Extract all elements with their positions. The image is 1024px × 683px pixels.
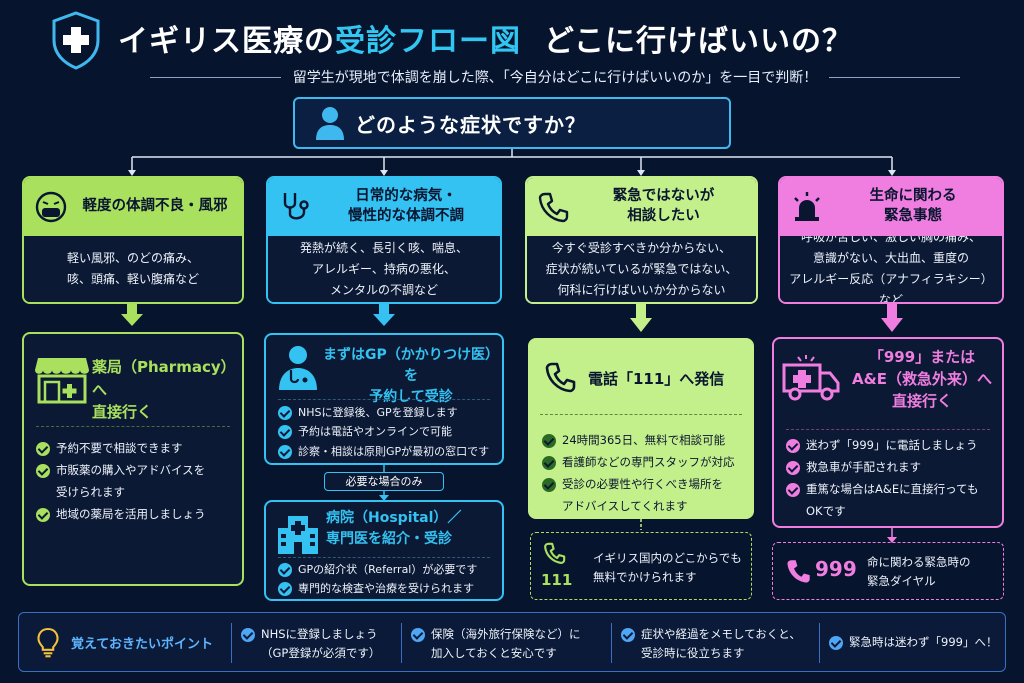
call111-bullets: 24時間365日、無料で相談可能 看護師などの専門スタッフが対応 受診の必要性や… bbox=[530, 422, 752, 517]
bullet-item: 看護師などの専門スタッフが対応 bbox=[542, 452, 744, 474]
tip-item: 保険（海外旅行保険など）に 加入しておくと安心です bbox=[411, 625, 581, 663]
stethoscope-icon bbox=[283, 193, 309, 220]
tips-label: 覚えておきたいポイント bbox=[71, 637, 213, 652]
title-highlight: 受診フロー図 bbox=[335, 24, 521, 59]
bullet-item: 専門的な検査や治療を受けられます bbox=[278, 579, 494, 598]
tip-item: 症状や経過をメモしておくと、 受診時に役立ちます bbox=[621, 625, 801, 663]
gp-bullets: NHSに登録後、GPを登録します 予約は電話やオンラインで可能 診察・相談は原則… bbox=[278, 403, 494, 461]
category-chronic-illness: 日常的な病気・ 慢性的な体調不調 発熱が続く、長引く咳、喘息、 アレルギー、持病… bbox=[266, 176, 502, 304]
note-999-text: 命に関わる緊急時の 緊急ダイヤル bbox=[867, 555, 971, 588]
phone-icon bbox=[538, 192, 569, 223]
action-title: 薬局（Pharmacy）へ 直接行く bbox=[92, 358, 236, 421]
category-title: 日常的な病気・ 慢性的な体調不調 bbox=[348, 188, 464, 224]
note-111: 111 イギリス国内のどこからでも 無料でかけられます bbox=[530, 532, 752, 600]
page-subtitle: 留学生が現地で体調を崩した際、「今自分はどこに行けばいいのか」を一目で判断！ bbox=[150, 68, 961, 86]
action-title: 病院（Hospital）／ 専門医を紹介・受診 bbox=[326, 510, 462, 547]
action-hospital: 病院（Hospital）／ 専門医を紹介・受診 GPの紹介状（Referral）… bbox=[264, 500, 504, 601]
bullet-item: 重篤な場合はA&Eに直接行っても OKです bbox=[786, 479, 994, 523]
action-title: 「999」または A&E（救急外来）へ 直接行く bbox=[852, 348, 992, 410]
note-999: 999 命に関わる緊急時の 緊急ダイヤル bbox=[772, 542, 1004, 600]
bullet-item: 24時間365日、無料で相談可能 bbox=[542, 430, 744, 452]
category-description: 今すぐ受診すべきか分からない、 症状が続いているが緊急ではない、 何科に行けばい… bbox=[527, 236, 756, 302]
hospital-icon bbox=[278, 516, 318, 554]
bullet-item: 受診の必要性や行くべき場所を アドバイスしてくれます bbox=[542, 474, 744, 517]
subtitle-text: 留学生が現地で体調を崩した際、「今自分はどこに行けばいいのか」を一目で判断！ bbox=[292, 70, 818, 86]
category-title: 軽度の体調不良・風邪 bbox=[82, 198, 228, 215]
category-description: 軽い風邪、のどの痛み、 咳、頭痛、軽い腹痛など bbox=[24, 236, 242, 302]
category-description: 呼吸が苦しい、激しい胸の痛み、 意識がない、大出血、重度の アレルギー反応（アナ… bbox=[780, 230, 1002, 302]
lightbulb-icon bbox=[37, 627, 59, 658]
action-call-111: 電話「111」へ発信 24時間365日、無料で相談可能 看護師などの専門スタッフ… bbox=[528, 338, 754, 519]
gp-note-text: 必要な場合のみ bbox=[345, 475, 423, 488]
ambulance-icon bbox=[782, 355, 840, 401]
note-111-number: 111 bbox=[541, 571, 573, 589]
sick-face-mask-icon bbox=[35, 191, 67, 223]
title-pre: イギリス医療の bbox=[118, 24, 335, 59]
bullet-item: 診察・相談は原則GPが最初の窓口です bbox=[278, 442, 494, 461]
bullet-item: 予約は電話やオンラインで可能 bbox=[278, 422, 494, 441]
person-icon bbox=[316, 107, 344, 140]
bullet-item: 地域の薬局を活用しましょう bbox=[36, 504, 234, 526]
hospital-bullets: GPの紹介状（Referral）が必要です 専門的な検査や治療を受けられます bbox=[278, 560, 494, 599]
bullet-item: 救急車が手配されます bbox=[786, 457, 994, 479]
category-emergency: 生命に関わる 緊急事態 呼吸が苦しい、激しい胸の痛み、 意識がない、大出血、重度… bbox=[778, 176, 1004, 304]
bullet-item: 迷わず「999」に電話しましょう bbox=[786, 435, 994, 457]
action-title: まずはGP（かかりつけ医）を 予約して受診 bbox=[323, 347, 499, 405]
bullet-item: 市販薬の購入やアドバイスを 受けられます bbox=[36, 460, 234, 504]
tip-item: 緊急時は迷わず「999」へ！ bbox=[829, 633, 997, 652]
symptom-question-box: どのような症状ですか？ bbox=[293, 97, 731, 149]
question-text: どのような症状ですか？ bbox=[355, 112, 586, 137]
phone-icon bbox=[544, 542, 566, 564]
phone-icon bbox=[545, 362, 576, 393]
category-title: 生命に関わる 緊急事態 bbox=[869, 188, 957, 224]
category-non-urgent: 緊急ではないが 相談したい 今すぐ受診すべきか分からない、 症状が続いているが緊… bbox=[525, 176, 758, 304]
medical-shield-icon bbox=[52, 11, 100, 70]
bullet-item: 予約不要で相談できます bbox=[36, 438, 234, 460]
page-title: イギリス医療の受診フロー図 どこに行けばいいの？ bbox=[118, 16, 853, 60]
emergency-bullets: 迷わず「999」に電話しましょう 救急車が手配されます 重篤な場合はA&Eに直接… bbox=[786, 435, 994, 522]
phone-icon bbox=[787, 560, 810, 583]
siren-icon bbox=[794, 192, 820, 221]
category-title: 緊急ではないが 相談したい bbox=[612, 188, 715, 224]
gp-note-badge: 必要な場合のみ bbox=[324, 472, 444, 491]
category-mild-illness: 軽度の体調不良・風邪 軽い風邪、のどの痛み、 咳、頭痛、軽い腹痛など bbox=[22, 176, 244, 304]
bullet-item: NHSに登録後、GPを登録します bbox=[278, 403, 494, 422]
title-post: どこに行けばいいの？ bbox=[543, 24, 853, 59]
pharmacy-store-icon bbox=[35, 358, 89, 404]
bullet-item: GPの紹介状（Referral）が必要です bbox=[278, 560, 494, 579]
note-111-text: イギリス国内のどこからでも 無料でかけられます bbox=[593, 551, 742, 584]
category-description: 発熱が続く、長引く咳、喘息、 アレルギー、持病の悪化、 メンタルの不調など bbox=[268, 236, 500, 302]
action-title: 電話「111」へ発信 bbox=[588, 370, 725, 388]
action-emergency-999: 「999」または A&E（救急外来）へ 直接行く 迷わず「999」に電話しましょ… bbox=[772, 337, 1004, 528]
action-gp: まずはGP（かかりつけ医）を 予約して受診 NHSに登録後、GPを登録します 予… bbox=[264, 333, 504, 465]
pharmacy-bullets: 予約不要で相談できます 市販薬の購入やアドバイスを 受けられます 地域の薬局を活… bbox=[36, 438, 234, 525]
note-999-number: 999 bbox=[815, 557, 857, 581]
action-pharmacy: 薬局（Pharmacy）へ 直接行く 予約不要で相談できます 市販薬の購入やアド… bbox=[22, 332, 244, 586]
tip-item: NHSに登録しましょう （GP登録が必須です） bbox=[241, 625, 380, 663]
doctor-icon bbox=[279, 346, 317, 390]
tips-panel: 覚えておきたいポイント NHSに登録しましょう （GP登録が必須です） 保険（海… bbox=[18, 612, 1006, 672]
